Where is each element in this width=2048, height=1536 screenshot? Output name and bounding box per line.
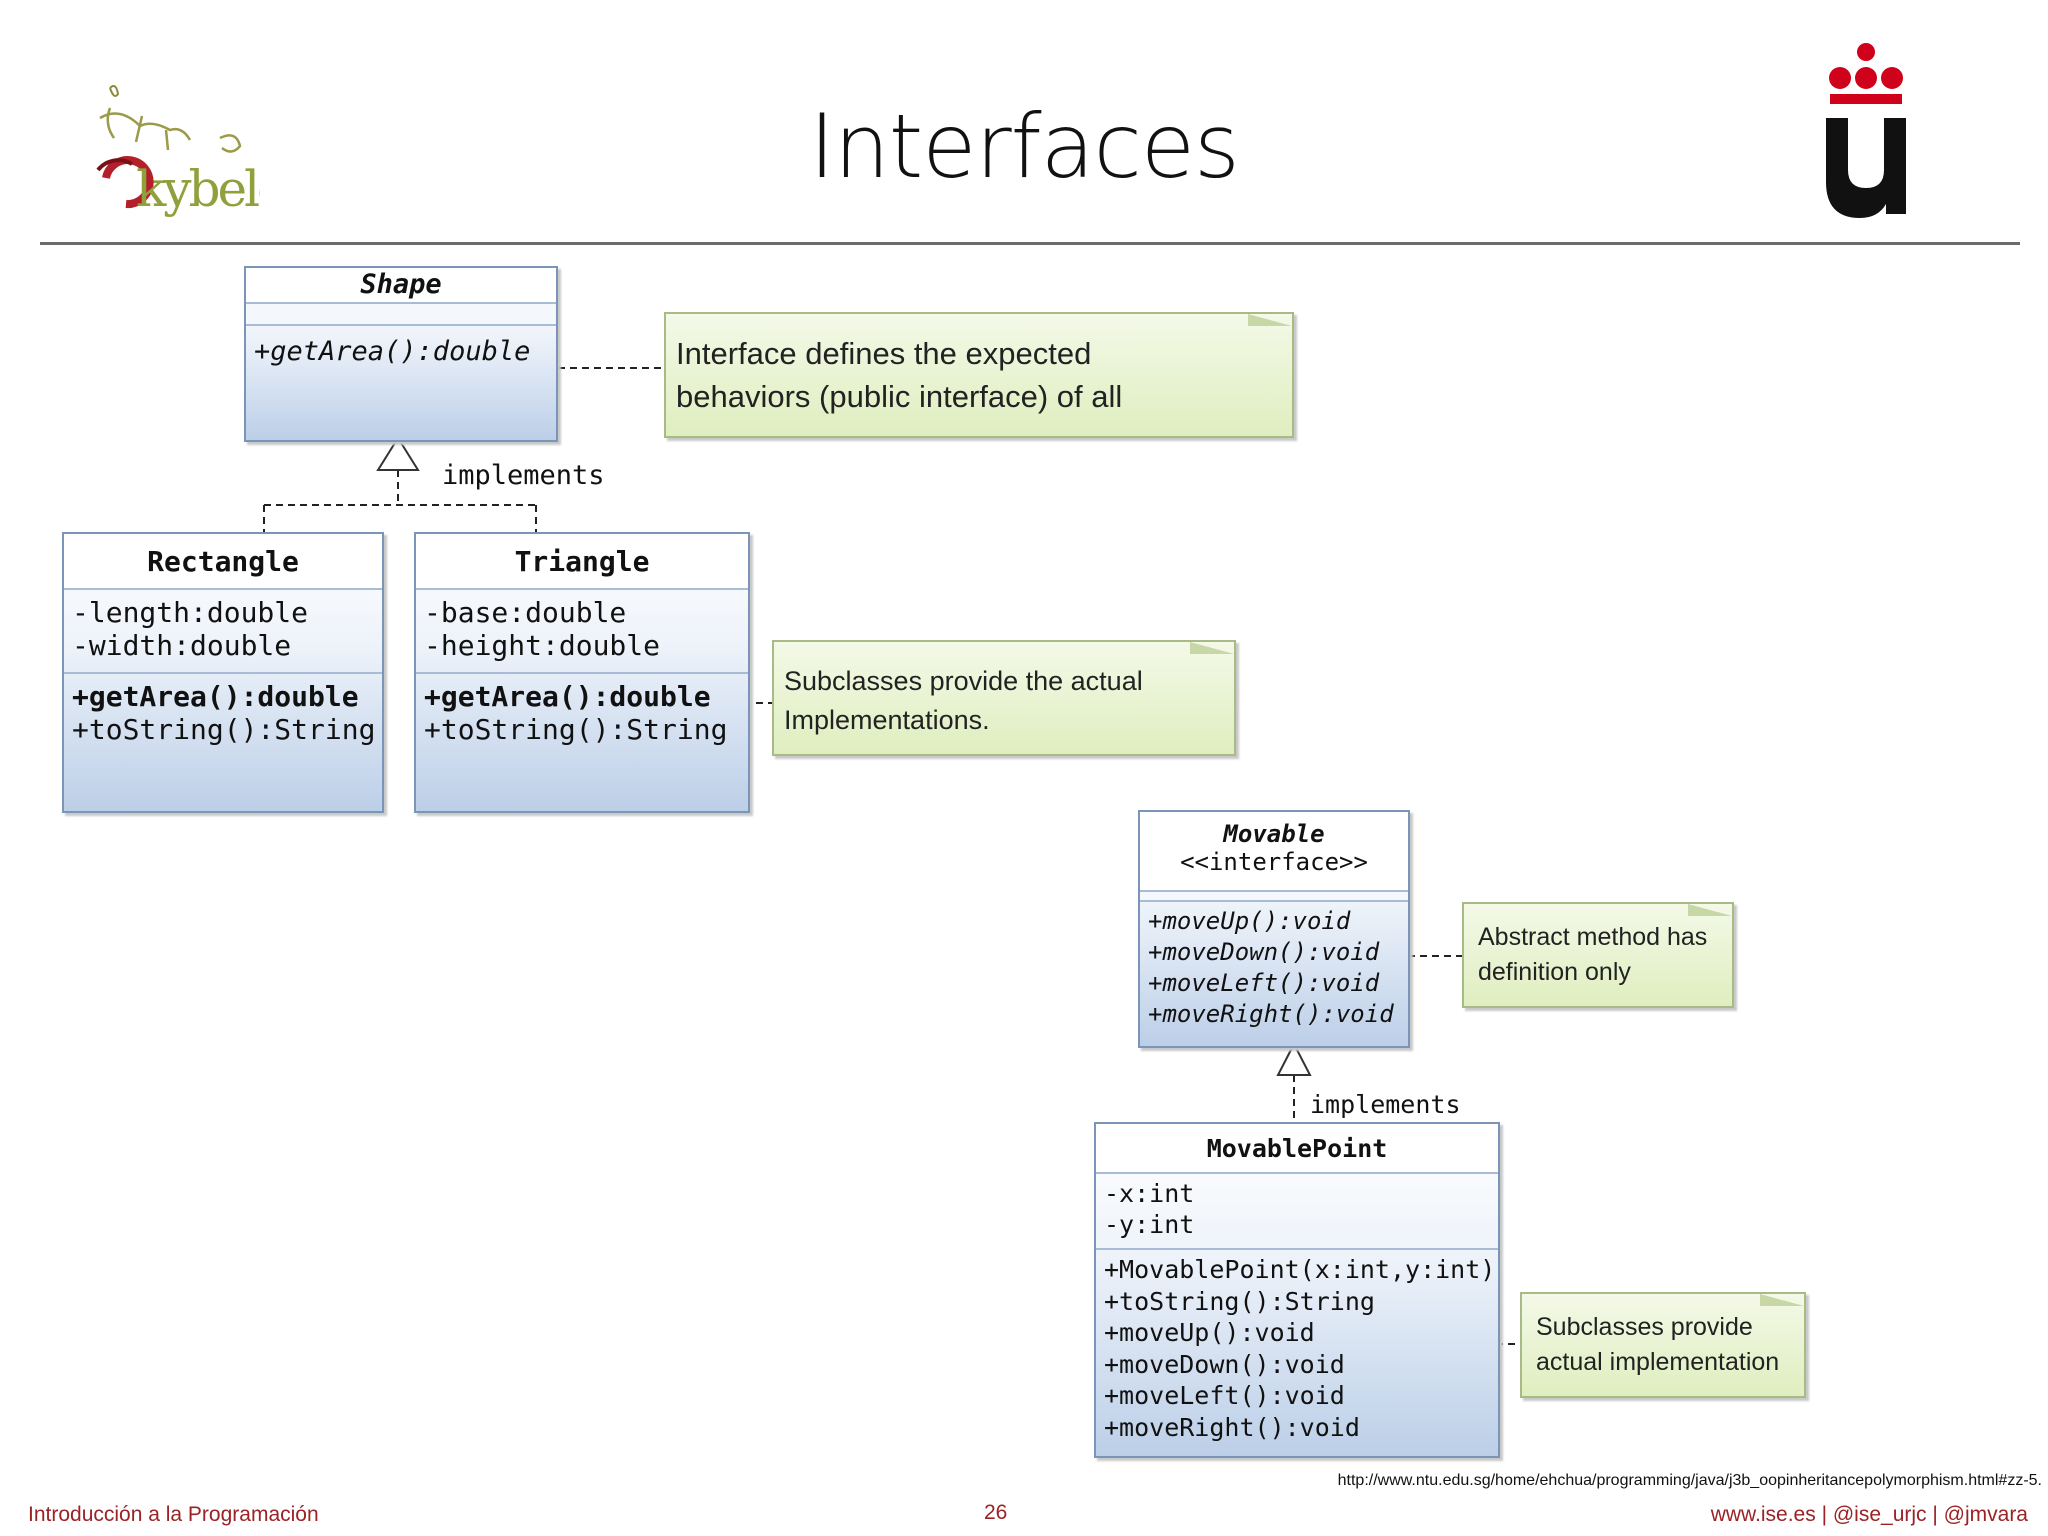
method: +toString():String: [72, 713, 376, 746]
uml-class-triangle[interactable]: Triangle -base:double -height:double +ge…: [414, 532, 750, 813]
footer-course: Introducción a la Programación: [28, 1503, 319, 1526]
attribute: -height:double: [424, 629, 661, 662]
note-implementation: Subclasses provide actual implementation: [1520, 1292, 1806, 1398]
attribute: -x:int: [1104, 1179, 1195, 1208]
slide-title: Interfaces: [809, 95, 1240, 198]
class-attributes-empty: [1140, 892, 1408, 902]
class-attributes: -length:double -width:double: [64, 590, 382, 674]
class-name: Rectangle: [64, 534, 382, 590]
method: +MovablePoint(x:int,y:int): [1104, 1255, 1496, 1284]
class-methods: +moveUp():void +moveDown():void +moveLef…: [1140, 902, 1408, 1034]
class-name: Shape: [246, 268, 556, 304]
method: +moveUp():void: [1148, 907, 1351, 935]
attribute: -width:double: [72, 629, 292, 662]
method: +getArea():double: [424, 680, 711, 713]
class-attributes: -x:int -y:int: [1096, 1174, 1498, 1250]
method: +moveRight():void: [1104, 1412, 1360, 1442]
uml-interface-movable[interactable]: Movable <<interface>> +moveUp():void +mo…: [1138, 810, 1410, 1048]
method: +toString():String: [424, 713, 728, 746]
method: +moveUp():void: [1104, 1318, 1315, 1347]
method: +moveRight():void: [1148, 1000, 1394, 1028]
method: +moveDown():void: [1104, 1349, 1345, 1379]
note-text: actual implementation: [1536, 1348, 1780, 1376]
note-text: Implementations.: [784, 705, 990, 735]
note-text: Subclasses provide the actual: [784, 666, 1143, 696]
source-url[interactable]: http://www.ntu.edu.sg/home/ehchua/progra…: [1337, 1472, 2042, 1489]
class-name: Triangle: [416, 534, 748, 590]
attribute: -base:double: [424, 596, 627, 629]
class-attributes-empty: [246, 304, 556, 326]
implements-label-top: implements: [442, 460, 605, 491]
uml-class-shape[interactable]: Shape +getArea():double: [244, 266, 558, 442]
note-text: Subclasses provide: [1536, 1313, 1753, 1341]
note-interface: Interface defines the expected behaviors…: [664, 312, 1294, 438]
class-methods: +MovablePoint(x:int,y:int) +toString():S…: [1096, 1250, 1498, 1447]
method: +moveDown():void: [1148, 938, 1380, 966]
note-abstract: Abstract method has definition only: [1462, 902, 1734, 1008]
note-text: behaviors (public interface) of all: [676, 379, 1123, 414]
class-name: Movable: [1223, 820, 1325, 848]
method: +getArea():double: [72, 680, 359, 713]
note-text: Interface defines the expected: [676, 336, 1092, 371]
implements-label-bottom: implements: [1310, 1090, 1461, 1119]
class-header: Movable <<interface>>: [1140, 812, 1408, 892]
method: +getArea():double: [254, 336, 531, 367]
note-subclasses: Subclasses provide the actual Implementa…: [772, 640, 1236, 756]
class-methods: +getArea():double +toString():String: [64, 674, 382, 752]
attribute: -y:int: [1104, 1210, 1195, 1239]
note-text: definition only: [1478, 958, 1631, 986]
urjc-logo: [1820, 40, 1912, 220]
method: +toString():String: [1104, 1286, 1375, 1316]
class-methods: +getArea():double +toString():String: [416, 674, 748, 752]
attribute: -length:double: [72, 596, 309, 629]
method: +moveLeft():void: [1104, 1381, 1345, 1410]
footer-links[interactable]: www.ise.es | @ise_urjc | @jmvara: [1710, 1503, 2028, 1526]
uml-class-movablepoint[interactable]: MovablePoint -x:int -y:int +MovablePoint…: [1094, 1122, 1500, 1458]
note-text: Abstract method has: [1478, 923, 1708, 951]
class-methods: +getArea():double: [246, 326, 556, 377]
class-stereotype: <<interface>>: [1180, 848, 1368, 876]
header-divider: [40, 242, 2020, 245]
method: +moveLeft():void: [1148, 969, 1380, 997]
class-name: MovablePoint: [1096, 1124, 1498, 1174]
page-number: 26: [984, 1501, 1008, 1524]
uml-class-rectangle[interactable]: Rectangle -length:double -width:double +…: [62, 532, 384, 813]
class-attributes: -base:double -height:double: [416, 590, 748, 674]
